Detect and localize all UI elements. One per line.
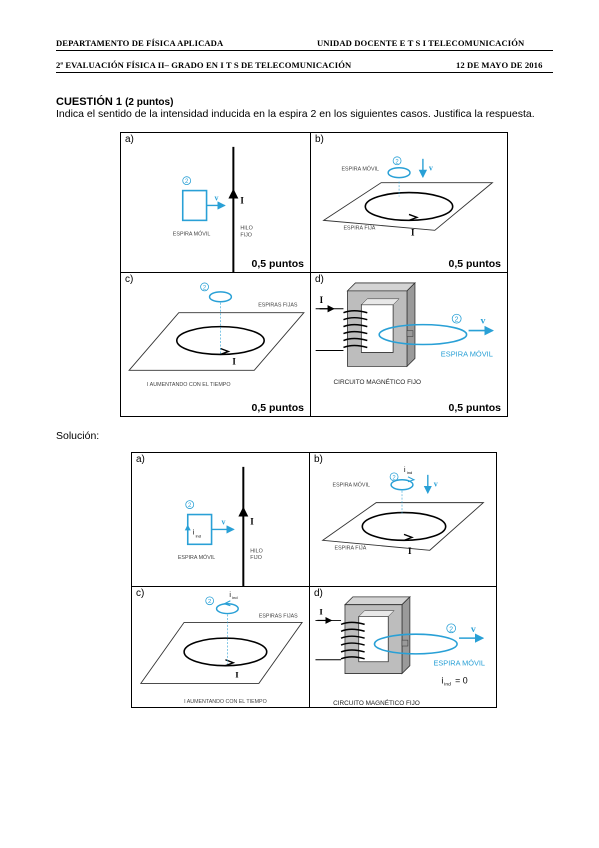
panel-points: 0,5 puntos: [251, 258, 304, 270]
svg-text:i: i: [229, 592, 231, 599]
svg-text:2: 2: [203, 285, 206, 291]
svg-text:I: I: [319, 607, 323, 617]
panel-label: d): [314, 588, 323, 599]
svg-text:v: v: [221, 517, 225, 526]
svg-text:ind: ind: [444, 681, 451, 687]
svg-text:CIRCUITO MAGNÉTICO FIJO: CIRCUITO MAGNÉTICO FIJO: [334, 377, 422, 386]
header-date: 12 DE MAYO DE 2016: [456, 60, 543, 70]
svg-text:v: v: [471, 624, 476, 635]
solution-panel-b: b) i ind 2 v ESPIRA MÓVIL ESPIRA FIJA I: [310, 453, 496, 587]
svg-text:2: 2: [185, 179, 188, 185]
panel-points: 0,5 puntos: [251, 402, 304, 414]
svg-text:I: I: [320, 295, 324, 305]
svg-text:CIRCUITO MAGNÉTICO FIJO: CIRCUITO MAGNÉTICO FIJO: [333, 698, 420, 707]
svg-text:I: I: [408, 546, 412, 556]
fixed-loop-moving-loop-diagram: 2 v ESPIRA MÓVIL ESPIRA FIJA I: [322, 156, 494, 237]
magnetic-circuit-diagram: I v 2 ESPIRA MÓVIL CIRCUITO MAGNÉTICO FI…: [315, 281, 495, 386]
svg-text:i: i: [193, 529, 195, 536]
svg-text:v: v: [215, 194, 219, 203]
magnetic-circuit-solution-diagram: I v 2 ESPIRA MÓVIL i ind = 0 CIRCUITO MA…: [315, 595, 485, 707]
svg-text:ind: ind: [196, 533, 201, 538]
panel-label: c): [125, 274, 134, 285]
wire-loop-solution-diagram: 2 i ind v I ESPIRA MÓVIL HILO FIJO: [178, 466, 263, 586]
svg-text:ind: ind: [232, 595, 237, 600]
svg-text:I: I: [240, 195, 244, 205]
svg-text:ESPIRA MÓVIL: ESPIRA MÓVIL: [173, 230, 211, 237]
svg-text:i: i: [404, 467, 406, 474]
header-department: DEPARTAMENTO DE FÍSICA APLICADA: [56, 38, 224, 48]
svg-text:2: 2: [449, 626, 453, 633]
svg-text:FIJO: FIJO: [250, 555, 262, 561]
svg-text:HILO: HILO: [250, 548, 262, 554]
svg-text:I: I: [232, 356, 236, 366]
panel-label: a): [125, 134, 134, 145]
solution-figure-grid: a) 2 i ind v I ESPIRA MÓVIL HILO FIJO b): [131, 452, 497, 708]
svg-text:ESPIRA MÓVIL: ESPIRA MÓVIL: [433, 659, 485, 668]
solution-panel-c: c) i ind 2 ESPIRAS FIJAS I I AUMENTANDO …: [132, 587, 310, 707]
problem-panel-c: c) 2 ESPIRAS FIJAS I I AUMENTANDO CON EL…: [121, 273, 311, 416]
question-points: (2 puntos): [125, 97, 174, 108]
panel-label: c): [136, 588, 145, 599]
svg-text:2: 2: [455, 317, 459, 324]
svg-text:ESPIRA FIJA: ESPIRA FIJA: [335, 545, 367, 551]
svg-text:= 0: = 0: [455, 675, 468, 685]
wire-loop-diagram: 2 v I ESPIRA MÓVIL HILO FIJO: [173, 146, 253, 272]
panel-points: 0,5 puntos: [448, 402, 501, 414]
fixed-loop-moving-loop-solution-diagram: i ind 2 v ESPIRA MÓVIL ESPIRA FIJA I: [321, 467, 485, 556]
fixed-loops-increasing-current-solution-diagram: i ind 2 ESPIRAS FIJAS I I AUMENTANDO CON…: [139, 592, 303, 705]
svg-text:I AUMENTANDO CON EL TIEMPO: I AUMENTANDO CON EL TIEMPO: [147, 382, 231, 388]
problem-panel-b: b) 2 v ESPIRA MÓVIL ESPIRA FIJA I 0,5 pu…: [311, 133, 507, 273]
svg-text:ESPIRAS FIJAS: ESPIRAS FIJAS: [259, 613, 298, 619]
svg-text:FIJO: FIJO: [240, 232, 252, 238]
svg-text:I AUMENTANDO CON EL TIEMPO: I AUMENTANDO CON EL TIEMPO: [184, 699, 267, 705]
svg-text:v: v: [481, 316, 486, 327]
panel-label: d): [315, 274, 324, 285]
svg-text:ESPIRAS FIJAS: ESPIRAS FIJAS: [258, 303, 298, 309]
header-evaluation: 2ª EVALUACIÓN FÍSICA II– GRADO EN I T S …: [56, 60, 352, 70]
svg-text:ESPIRA FIJA: ESPIRA FIJA: [343, 225, 375, 231]
problem-figure-grid: a) 2 v I ESPIRA MÓVIL HILO FIJO 0,5 punt…: [120, 132, 508, 417]
solution-label: Solución:: [56, 430, 100, 442]
problem-panel-a: a) 2 v I ESPIRA MÓVIL HILO FIJO 0,5 punt…: [121, 133, 311, 273]
svg-text:2: 2: [188, 503, 191, 509]
fixed-loops-increasing-current-diagram: 2 ESPIRAS FIJAS I I AUMENTANDO CON EL TI…: [128, 282, 305, 388]
svg-text:v: v: [429, 164, 433, 173]
svg-text:ESPIRA MÓVIL: ESPIRA MÓVIL: [333, 482, 370, 489]
svg-text:ESPIRA MÓVIL: ESPIRA MÓVIL: [341, 166, 379, 173]
svg-text:ESPIRA MÓVIL: ESPIRA MÓVIL: [178, 554, 215, 561]
question-title-text: CUESTIÓN 1: [56, 96, 123, 108]
svg-text:v: v: [434, 480, 438, 489]
question-title: CUESTIÓN 1 (2 puntos): [56, 96, 173, 108]
svg-text:I: I: [235, 669, 239, 679]
header-unit: UNIDAD DOCENTE E T S I TELECOMUNICACIÓN: [317, 38, 525, 48]
svg-text:I: I: [411, 227, 415, 237]
svg-text:i: i: [441, 675, 443, 685]
svg-text:HILO: HILO: [240, 225, 253, 231]
panel-label: a): [136, 454, 145, 465]
header-rule-bottom: [56, 72, 553, 73]
solution-panel-a: a) 2 i ind v I ESPIRA MÓVIL HILO FIJO: [132, 453, 310, 587]
svg-text:2: 2: [208, 599, 211, 605]
panel-label: b): [314, 454, 323, 465]
svg-text:ind: ind: [407, 470, 412, 475]
svg-text:I: I: [250, 516, 254, 526]
solution-panel-d: d) I v 2 ESPIRA MÓVIL i ind = 0: [310, 587, 496, 707]
svg-text:2: 2: [392, 475, 395, 481]
panel-label: b): [315, 134, 324, 145]
header-rule-top: [56, 50, 553, 51]
question-statement: Indica el sentido de la intensidad induc…: [56, 108, 535, 120]
svg-text:2: 2: [395, 159, 398, 165]
problem-panel-d: d) I v 2 ESPIRA MÓVIL CIRCUITO MAGNÉTICO…: [311, 273, 507, 416]
svg-text:ESPIRA MÓVIL: ESPIRA MÓVIL: [441, 349, 493, 358]
panel-points: 0,5 puntos: [448, 258, 501, 270]
